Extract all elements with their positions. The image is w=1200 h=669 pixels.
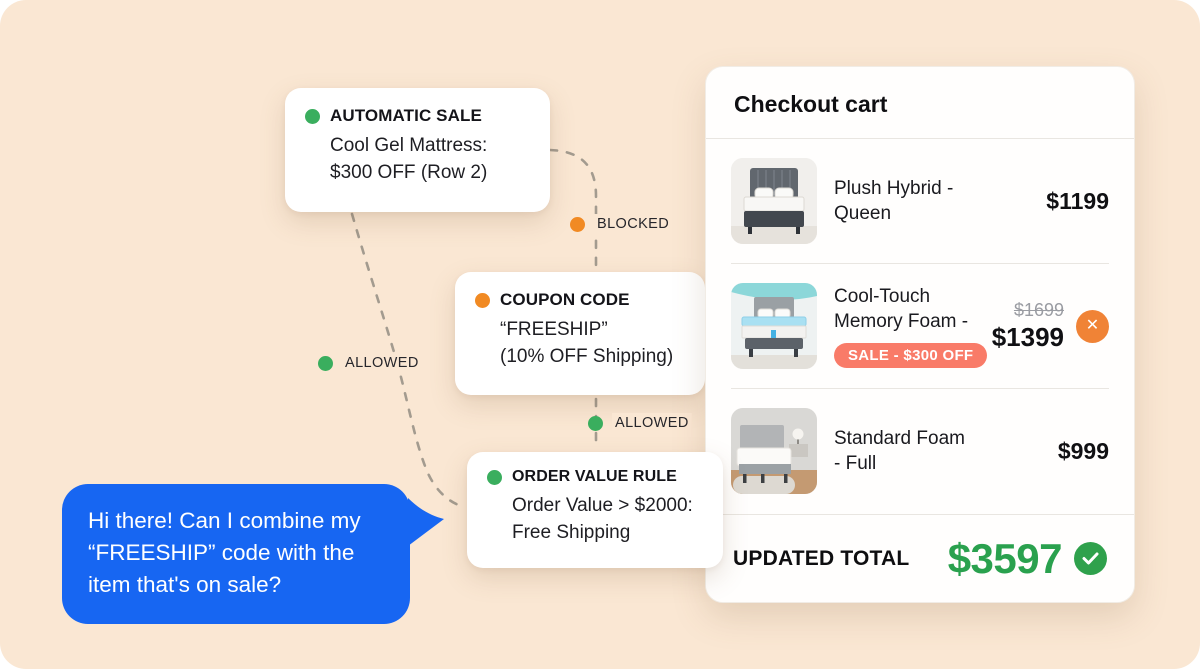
product-image-cool-touch xyxy=(731,283,817,369)
product-name: Standard Foam - Full xyxy=(834,427,965,474)
green-status-dot-icon xyxy=(305,108,320,124)
rule-line: $300 OFF (Row 2) xyxy=(330,161,488,183)
chat-message-text: Hi there! Can I combine my “FREESHIP” co… xyxy=(88,508,361,597)
rule-card-coupon-code: COUPON CODE “FREESHIP” (10% OFF Shipping… xyxy=(455,272,705,395)
rule-card-header: COUPON CODE xyxy=(475,290,685,310)
product-info: Plush Hybrid - Queen xyxy=(834,176,1029,226)
rule-card-header: AUTOMATIC SALE xyxy=(305,106,530,126)
flow-label-text: ALLOWED xyxy=(612,413,692,433)
cart-item-standard-foam: Standard Foam - Full $999 xyxy=(731,389,1109,513)
product-price: $1199 xyxy=(1046,187,1109,214)
flow-label-blocked: BLOCKED xyxy=(570,214,673,234)
cart-item-cool-touch: Cool-Touch Memory Foam - SALE - $300 OFF… xyxy=(731,264,1109,389)
flow-label-allowed: ALLOWED xyxy=(318,353,422,373)
rule-card-automatic-sale: AUTOMATIC SALE Cool Gel Mattress: $300 O… xyxy=(285,88,550,212)
product-image-standard-foam xyxy=(731,408,817,494)
flow-label-allowed: ALLOWED xyxy=(588,413,692,433)
product-price: $999 xyxy=(1057,437,1109,464)
sale-badge: SALE - $300 OFF xyxy=(834,343,988,369)
checkout-cart-panel: Checkout cart xyxy=(705,66,1135,603)
rule-line: (10% OFF Shipping) xyxy=(500,345,674,367)
green-status-dot-icon xyxy=(588,415,603,431)
rule-line: Cool Gel Mattress: xyxy=(330,135,488,156)
green-status-dot-icon xyxy=(318,355,333,371)
flow-label-text: BLOCKED xyxy=(594,214,673,234)
rule-card-order-value: ORDER VALUE RULE Order Value > $2000: Fr… xyxy=(467,452,723,568)
cart-footer: UPDATED TOTAL $3597 xyxy=(706,514,1134,602)
customer-chat-bubble: Hi there! Can I combine my “FREESHIP” co… xyxy=(62,484,444,624)
product-pricing: $1699 $1399 ✕ xyxy=(992,300,1109,353)
cart-item-plush-hybrid: Plush Hybrid - Queen $1199 xyxy=(731,139,1109,264)
rule-card-body: “FREESHIP” (10% OFF Shipping) xyxy=(500,317,685,371)
rule-line: Free Shipping xyxy=(512,521,631,543)
rule-card-title: AUTOMATIC SALE xyxy=(330,106,482,125)
rule-line: “FREESHIP” xyxy=(500,319,608,340)
cart-title: Checkout cart xyxy=(706,67,1134,139)
updated-total-value: $3597 xyxy=(947,534,1063,582)
rule-card-title: ORDER VALUE RULE xyxy=(512,468,677,485)
orange-status-dot-icon xyxy=(475,292,490,308)
product-name: Plush Hybrid - Queen xyxy=(834,177,954,224)
connector-left-allowed-path xyxy=(350,212,466,509)
rule-card-body: Cool Gel Mattress: $300 OFF (Row 2) xyxy=(330,133,530,187)
product-price: $1399 xyxy=(991,321,1064,352)
chat-bubble-tail xyxy=(408,498,444,546)
x-icon: ✕ xyxy=(1085,317,1100,334)
green-status-dot-icon xyxy=(487,469,502,485)
product-info: Standard Foam - Full xyxy=(834,426,1041,476)
product-image-plush-hybrid xyxy=(731,158,817,244)
cart-item-list: Plush Hybrid - Queen $1199 xyxy=(706,139,1134,514)
flow-label-text: ALLOWED xyxy=(342,353,422,373)
product-pricing: $999 xyxy=(1058,438,1109,465)
rule-card-body: Order Value > $2000: Free Shipping xyxy=(512,493,703,547)
product-old-price: $1699 xyxy=(1013,299,1064,320)
product-info: Cool-Touch Memory Foam - SALE - $300 OFF xyxy=(834,284,988,369)
remove-item-button[interactable]: ✕ xyxy=(1076,309,1109,343)
connector-blocked-path xyxy=(548,148,598,270)
updated-total-label: UPDATED TOTAL xyxy=(733,546,910,570)
check-icon xyxy=(1074,542,1107,575)
product-name: Cool-Touch Memory Foam - xyxy=(834,285,969,332)
rule-line: Order Value > $2000: xyxy=(512,495,693,516)
rule-card-title: COUPON CODE xyxy=(500,290,630,309)
product-pricing: $1199 xyxy=(1046,188,1109,215)
rule-card-header: ORDER VALUE RULE xyxy=(487,468,703,486)
orange-status-dot-icon xyxy=(570,216,585,232)
